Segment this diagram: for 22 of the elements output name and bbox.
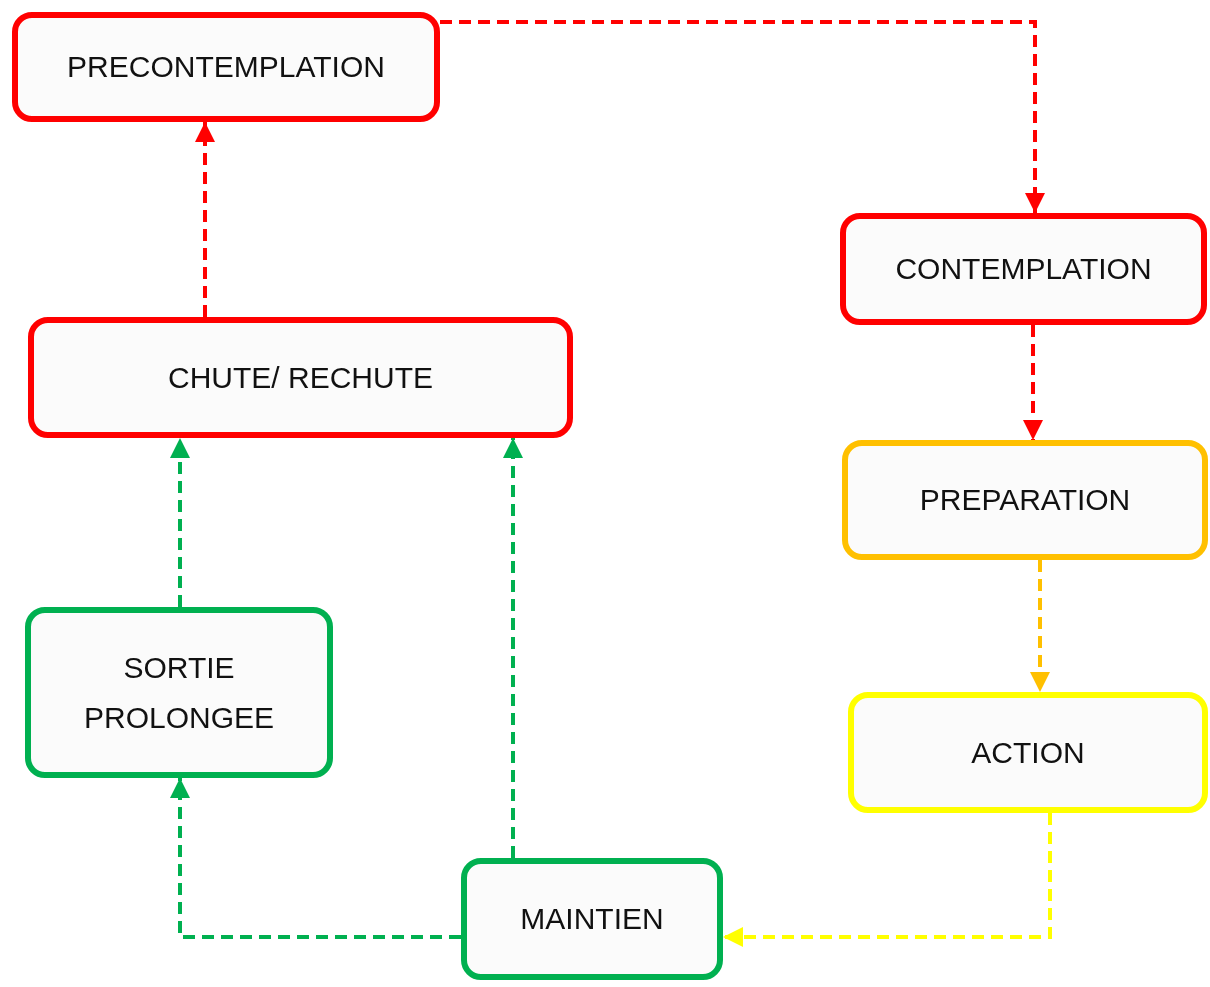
stage-label: CHUTE/ RECHUTE	[168, 359, 433, 396]
stage-label: MAINTIEN	[520, 901, 664, 937]
stage-label: CONTEMPLATION	[895, 251, 1152, 287]
stage-label: SORTIE PROLONGEE	[82, 649, 276, 736]
arrow	[503, 438, 523, 858]
arrow	[440, 20, 1045, 213]
stage-label: PREPARATION	[919, 482, 1131, 518]
stage-box	[461, 858, 723, 980]
arrow	[170, 778, 461, 939]
stage-box	[848, 692, 1208, 813]
arrow	[195, 122, 215, 317]
stage-box	[842, 440, 1208, 560]
stage-box	[28, 317, 573, 438]
stage-box	[840, 213, 1207, 325]
arrow	[1023, 325, 1043, 440]
arrow	[1030, 560, 1050, 692]
arrow	[723, 813, 1052, 947]
stage-label: ACTION	[971, 734, 1085, 771]
stage-box	[12, 12, 440, 122]
stage-label: PRECONTEMPLATION	[67, 49, 385, 85]
arrow	[170, 438, 190, 607]
stage-box	[25, 607, 333, 778]
